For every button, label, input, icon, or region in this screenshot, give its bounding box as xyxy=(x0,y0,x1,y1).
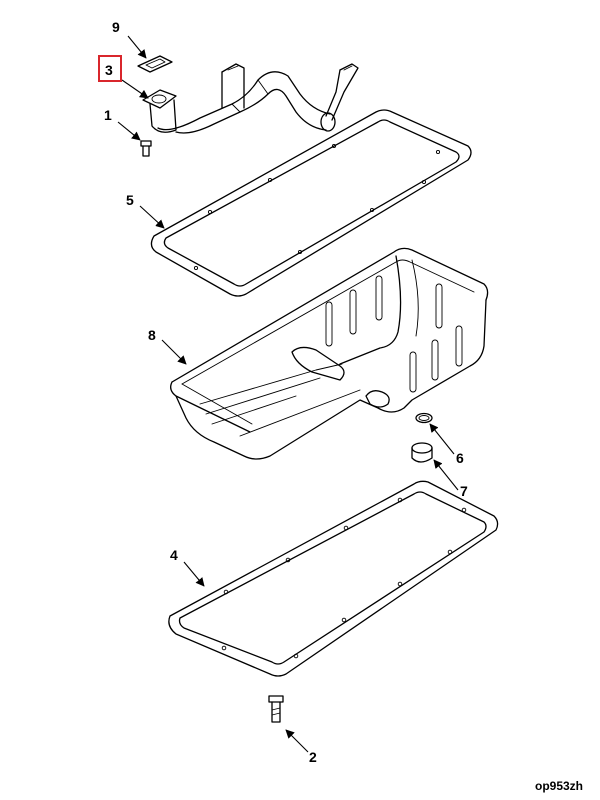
callout-1[interactable]: 1 xyxy=(104,107,112,123)
part-7-drain-plug xyxy=(411,442,433,463)
callout-7[interactable]: 7 xyxy=(460,483,468,499)
part-3-suction-tube xyxy=(142,63,359,134)
part-4-gasket xyxy=(168,480,499,677)
part-2-bolt xyxy=(268,695,284,723)
callout-3[interactable]: 3 xyxy=(105,62,113,78)
part-1-screw xyxy=(140,140,152,157)
part-8-oil-pan xyxy=(170,247,489,460)
callout-4[interactable]: 4 xyxy=(170,547,178,563)
callout-3-highlight xyxy=(98,55,122,82)
leader-lines xyxy=(117,35,459,753)
part-6-o-ring xyxy=(415,412,433,424)
callout-6[interactable]: 6 xyxy=(456,450,464,466)
callout-9[interactable]: 9 xyxy=(112,19,120,35)
callout-2[interactable]: 2 xyxy=(309,749,317,765)
reference-code: op953zh xyxy=(535,779,583,793)
callout-5[interactable]: 5 xyxy=(126,192,134,208)
part-5-gasket xyxy=(150,109,472,297)
part-9-gasket xyxy=(137,55,173,73)
callout-8[interactable]: 8 xyxy=(148,327,156,343)
